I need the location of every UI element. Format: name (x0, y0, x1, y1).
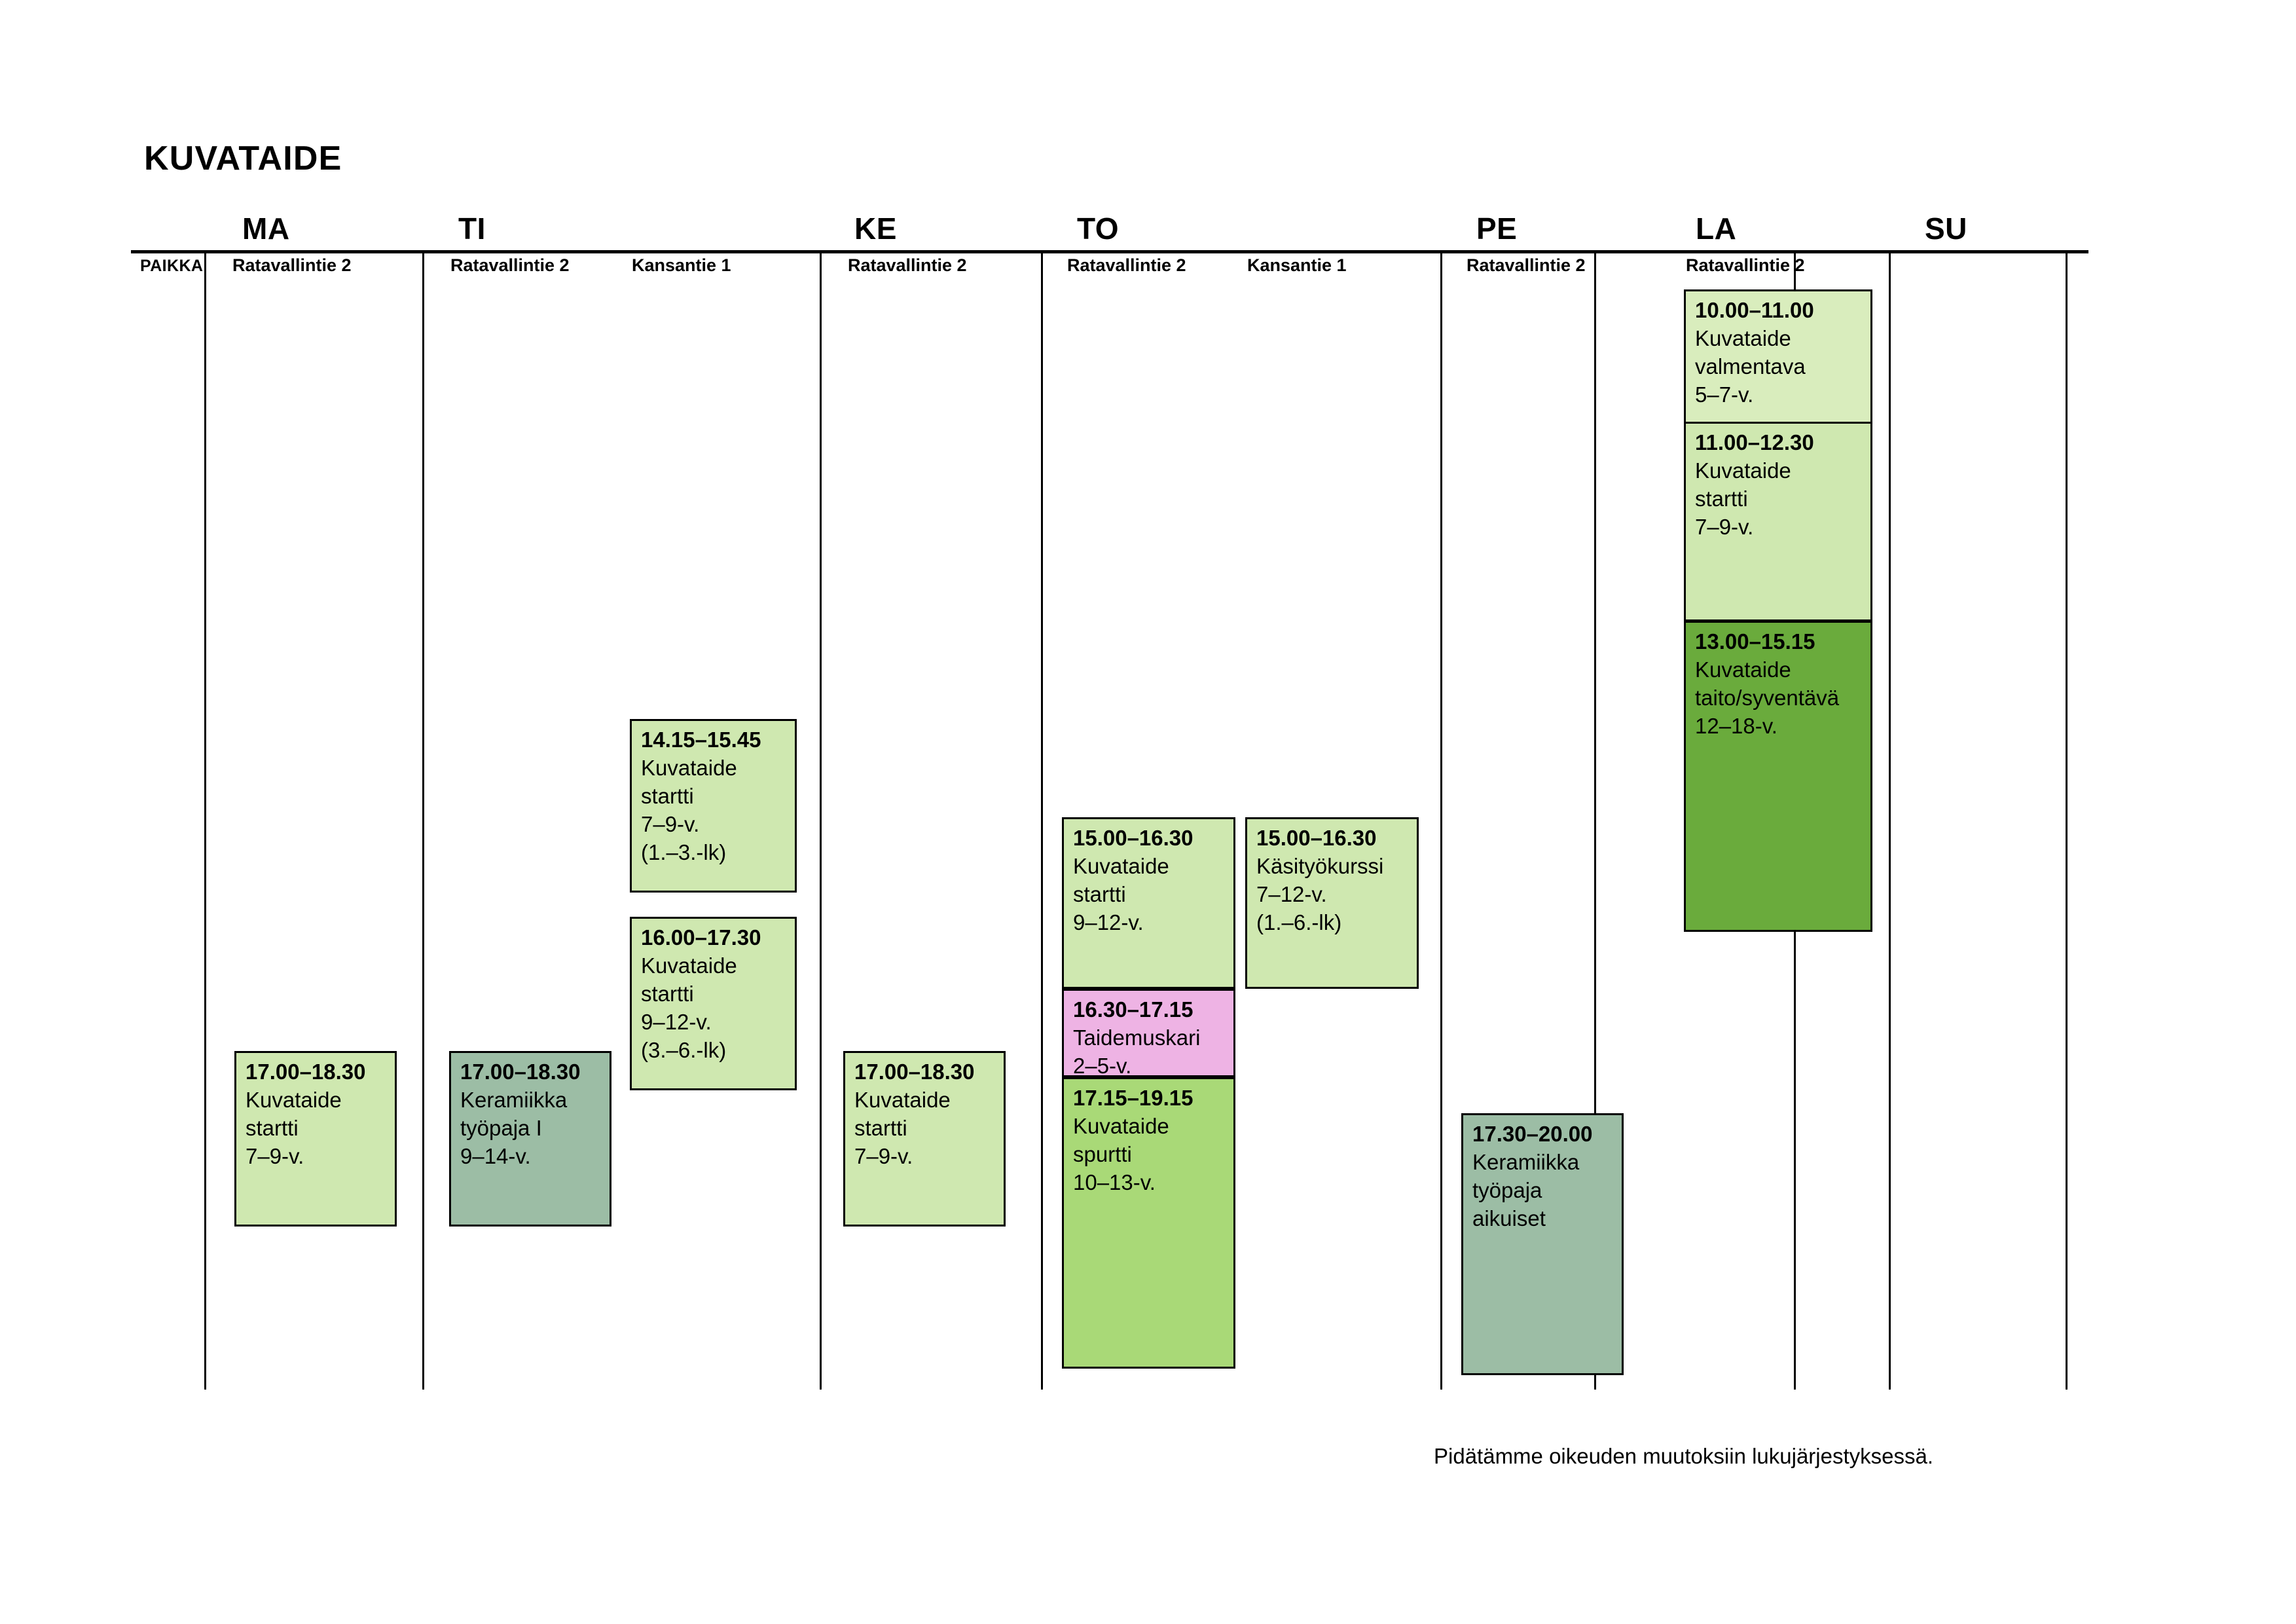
venue-label: Ratavallintie 2 (232, 255, 352, 275)
block-text-line: työpaja (1472, 1177, 1542, 1202)
block-text-line: työpaja I (460, 1115, 542, 1140)
block-time: 15.00–16.30 (1256, 826, 1377, 850)
day-header-pe: PE (1476, 212, 1518, 246)
block-text-line: 7–9-v. (246, 1143, 304, 1168)
block-text-line: (1.–3.-lk) (641, 840, 727, 864)
day-header-to: TO (1077, 212, 1120, 246)
block-time: 16.00–17.30 (641, 925, 761, 950)
venue-label: Ratavallintie 2 (1467, 255, 1586, 275)
block-text-line: 10–13-v. (1073, 1170, 1156, 1194)
day-header-ti: TI (458, 212, 486, 246)
venue-label: Kansantie 1 (632, 255, 731, 275)
block-text-line: aikuiset (1472, 1206, 1546, 1230)
block-text-line: (1.–6.-lk) (1256, 910, 1342, 934)
block-time: 17.30–20.00 (1472, 1122, 1593, 1146)
paikka-header-label: PAIKKA (140, 257, 204, 275)
block-text-line: 7–9-v. (1695, 514, 1754, 539)
block-text-line: 7–9-v. (641, 811, 700, 836)
venue-label: Ratavallintie 2 (450, 255, 570, 275)
venue-label: Kansantie 1 (1247, 255, 1347, 275)
grid-column-divider (1440, 250, 1442, 1390)
block-text-line: taito/syventävä (1695, 685, 1840, 710)
block-text-line: 2–5-v. (1073, 1053, 1132, 1077)
block-time: 14.15–15.45 (641, 728, 761, 752)
block-text-line: 9–12-v. (641, 1009, 712, 1034)
block-text-line: Kuvataide (1695, 458, 1791, 483)
block-text-line: 5–7-v. (1695, 382, 1754, 407)
block-text-line: startti (246, 1115, 299, 1140)
block-text-line: valmentava (1695, 354, 1806, 378)
grid-column-divider (2066, 250, 2068, 1390)
block-text-line: startti (641, 783, 694, 808)
block-text-line: (3.–6.-lk) (641, 1037, 727, 1062)
block-time: 10.00–11.00 (1695, 298, 1814, 322)
grid-column-divider (1041, 250, 1043, 1390)
grid-column-divider (820, 250, 822, 1390)
venue-label: Ratavallintie 2 (1067, 255, 1186, 275)
block-text-line: Kuvataide (1073, 853, 1169, 878)
block-text-line: Taidemuskari (1073, 1025, 1201, 1050)
grid-column-divider (1889, 250, 1891, 1390)
page-title: KUVATAIDE (144, 139, 342, 177)
block-text-line: 7–9-v. (854, 1143, 913, 1168)
grid-column-divider (1594, 250, 1596, 1390)
block-text-line: Kuvataide (246, 1087, 342, 1112)
block-time: 15.00–16.30 (1073, 826, 1194, 850)
grid-column-divider (422, 250, 424, 1390)
block-text-line: startti (641, 981, 694, 1006)
block-text-line: Kuvataide (1073, 1113, 1169, 1138)
day-header-ke: KE (854, 212, 897, 246)
venue-label: Ratavallintie 2 (848, 255, 967, 275)
block-time: 13.00–15.15 (1695, 629, 1815, 654)
block-text-line: Kuvataide (1695, 657, 1791, 682)
block-text-line: startti (1073, 881, 1126, 906)
block-text-line: Keramiikka (1472, 1149, 1580, 1174)
footer-disclaimer-note: Pidätämme oikeuden muutoksiin lukujärjes… (1434, 1444, 1934, 1468)
block-time: 17.15–19.15 (1073, 1086, 1194, 1110)
block-text-line: spurtti (1073, 1141, 1132, 1166)
day-header-la: LA (1696, 212, 1737, 246)
day-header-ma: MA (242, 212, 290, 246)
block-text-line: Käsityökurssi (1256, 853, 1384, 878)
block-text-line: startti (854, 1115, 907, 1140)
block-text-line: Kuvataide (854, 1087, 951, 1112)
block-text-line: 9–14-v. (460, 1143, 531, 1168)
block-text-line: Keramiikka (460, 1087, 568, 1112)
block-text-line: 12–18-v. (1695, 713, 1777, 738)
day-header-su: SU (1925, 212, 1967, 246)
block-text-line: startti (1695, 486, 1748, 511)
block-text-line: 9–12-v. (1073, 910, 1144, 934)
block-text-line: 7–12-v. (1256, 881, 1327, 906)
block-time: 17.00–18.30 (246, 1060, 366, 1084)
block-text-line: Kuvataide (1695, 325, 1791, 350)
block-time: 16.30–17.15 (1073, 997, 1194, 1022)
grid-column-divider (204, 250, 206, 1390)
header-divider-rule (131, 250, 2088, 253)
venue-label: Ratavallintie 2 (1686, 255, 1805, 275)
block-text-line: Kuvataide (641, 953, 737, 978)
block-time: 17.00–18.30 (854, 1060, 975, 1084)
block-text-line: Kuvataide (641, 755, 737, 780)
block-time: 17.00–18.30 (460, 1060, 581, 1084)
block-time: 11.00–12.30 (1695, 430, 1814, 454)
